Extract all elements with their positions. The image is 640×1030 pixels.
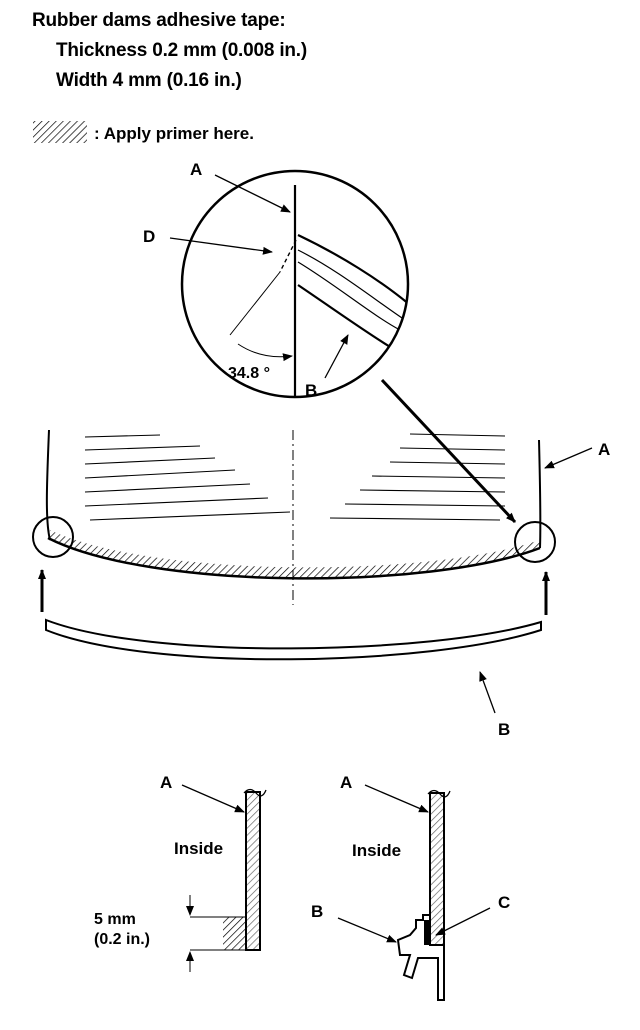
label-b-main: B — [498, 720, 511, 739]
label-b-section-right: B — [311, 902, 324, 921]
dam-profile-b — [396, 914, 445, 1001]
right-corner-circle — [514, 521, 556, 563]
leader-d-detail — [169, 237, 273, 255]
detail-contents — [229, 185, 408, 397]
leader-b-detail — [324, 334, 349, 379]
label-a-main: A — [598, 440, 611, 459]
label-c-section-right: C — [498, 893, 511, 912]
glass-reflections — [84, 433, 506, 521]
leader-a-detail — [214, 174, 291, 213]
dashed-line-d — [279, 239, 297, 273]
section-left — [181, 784, 267, 972]
inside-label-left: Inside — [174, 839, 224, 858]
dimension-mm: 5 mm — [94, 911, 136, 928]
label-a-detail: A — [190, 160, 203, 179]
label-a-section-left: A — [160, 773, 173, 792]
leader-a-main — [544, 447, 593, 469]
dimension-in: (0.2 in.) — [94, 931, 151, 948]
section-right — [337, 784, 491, 1001]
dam-strip-b — [45, 618, 542, 661]
detail-pointer-arrow — [380, 378, 517, 524]
label-d-detail: D — [143, 227, 156, 246]
adhesive-c — [424, 920, 430, 945]
leader-b-main — [479, 671, 496, 714]
label-a-section-right: A — [340, 773, 353, 792]
header-title: Rubber dams adhesive tape: — [32, 10, 286, 31]
header-width: Width 4 mm (0.16 in.) — [56, 70, 242, 91]
glass-left-edge — [45, 429, 51, 541]
angle-label: 34.8 ° — [228, 365, 270, 382]
primer-hatch-swatch-icon — [33, 121, 87, 143]
primer-band — [48, 530, 540, 579]
glass-right-edge — [538, 439, 542, 549]
header-thickness: Thickness 0.2 mm (0.008 in.) — [56, 40, 308, 61]
primer-zone-left — [223, 917, 246, 950]
label-b-detail: B — [305, 381, 318, 400]
primer-note: : Apply primer here. — [94, 124, 254, 143]
inside-label-right: Inside — [352, 841, 402, 860]
left-corner-circle — [32, 516, 74, 558]
